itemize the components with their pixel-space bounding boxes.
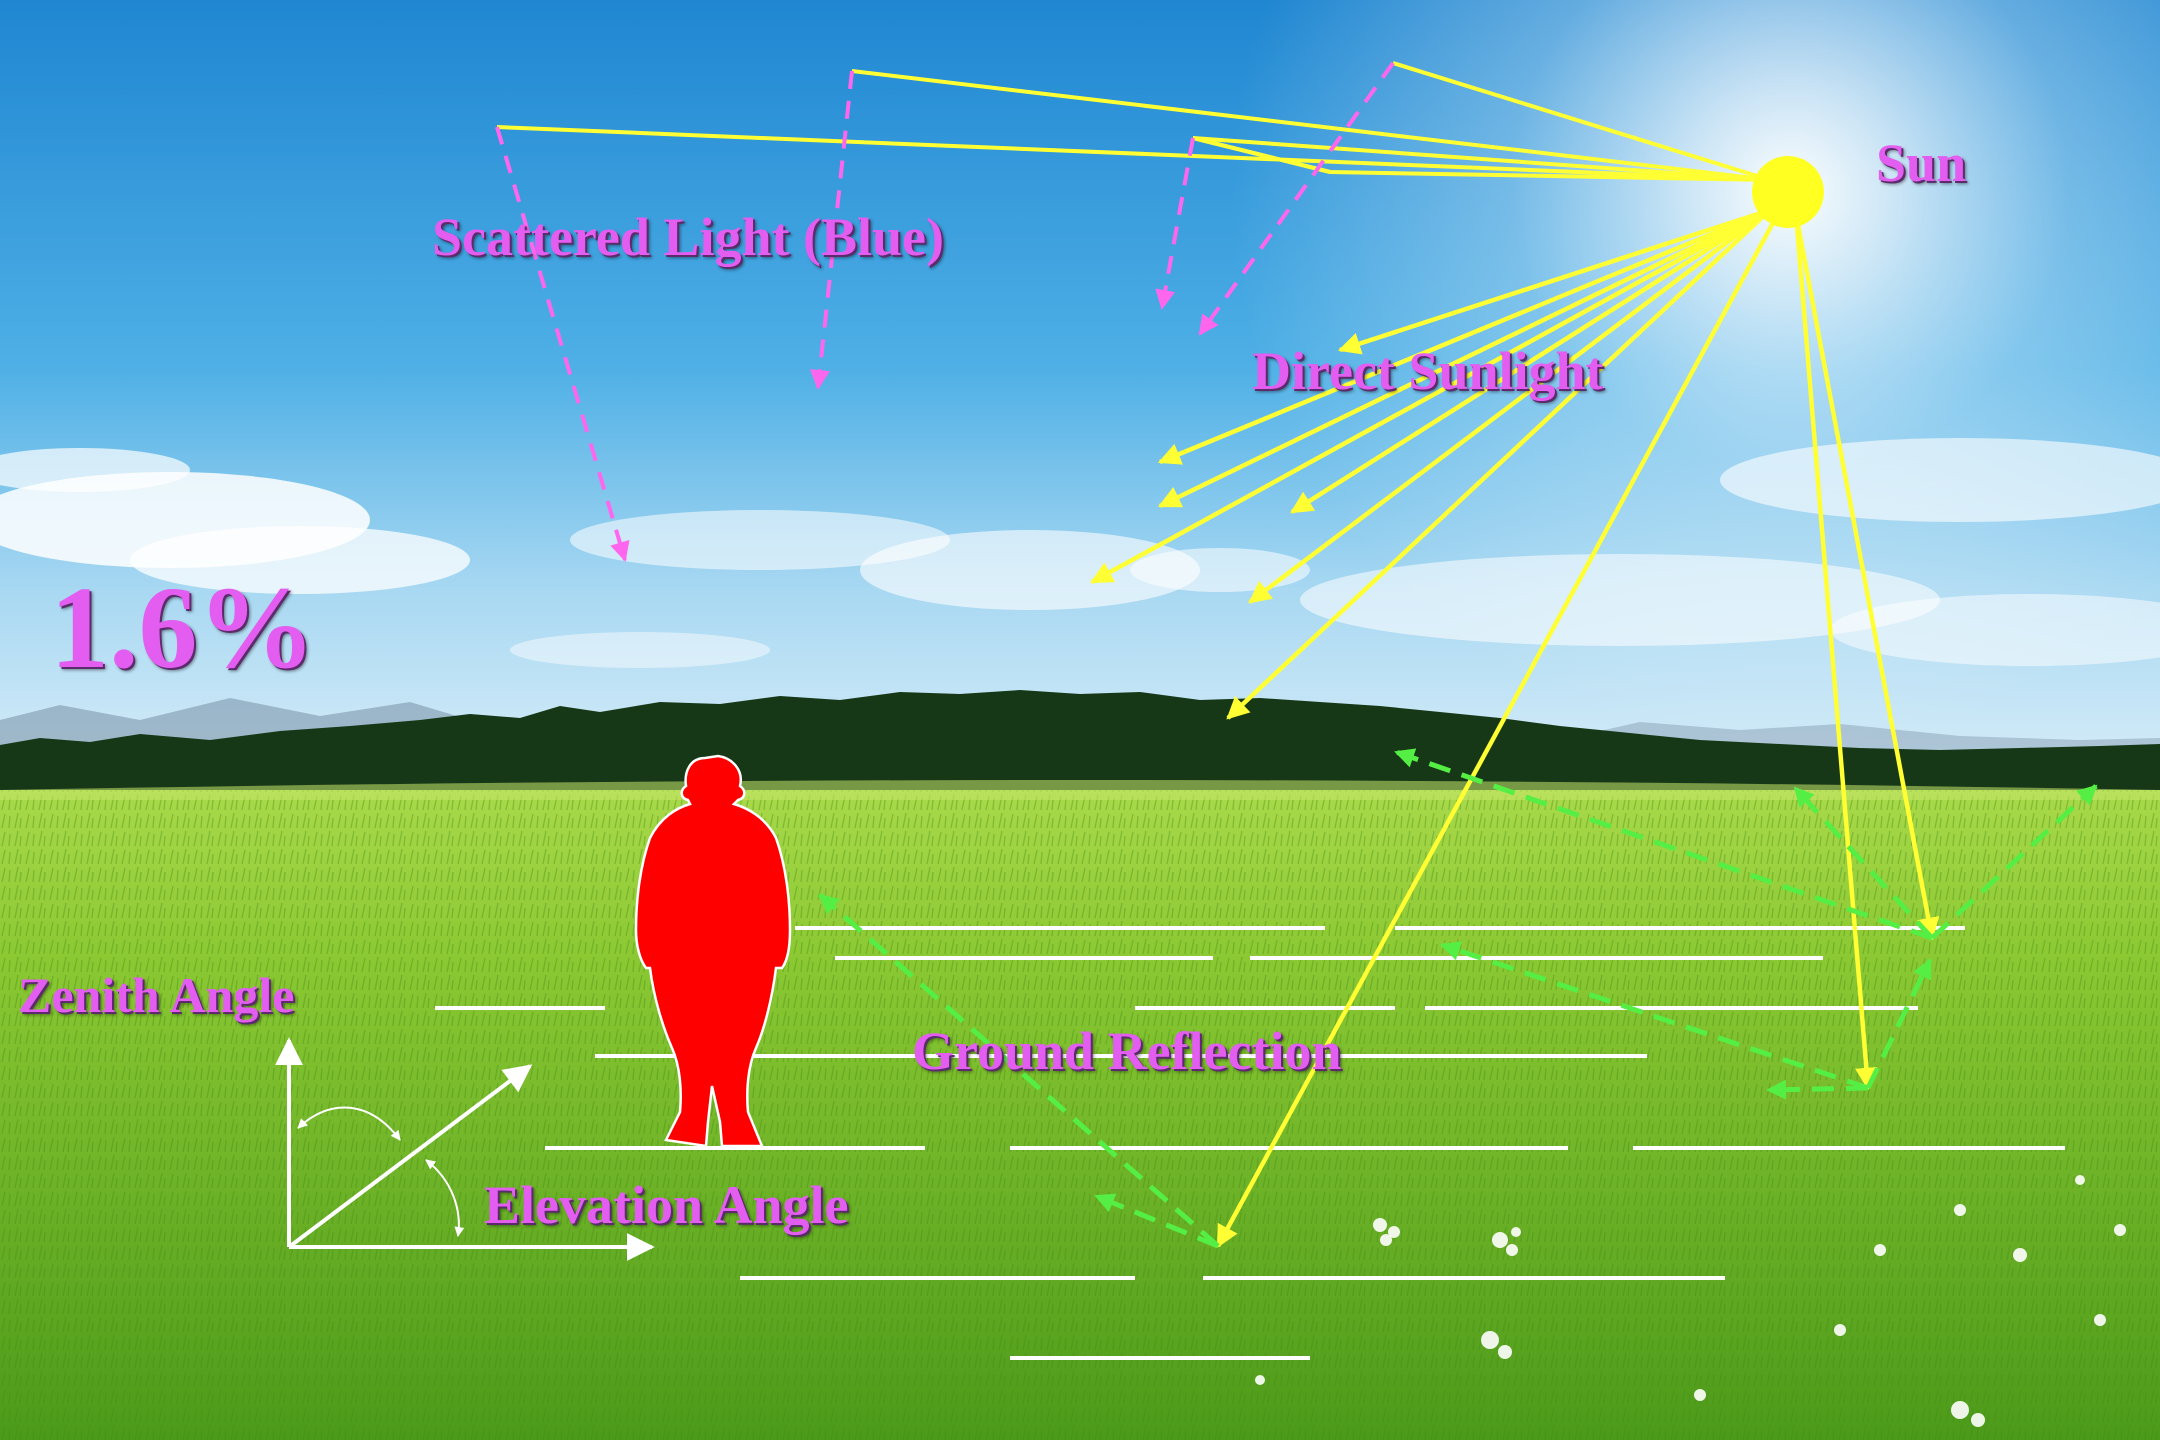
sun-label: Sun (1876, 133, 1967, 193)
scattered-light-label: Scattered Light (Blue) (432, 207, 944, 267)
angle-axes (275, 1037, 655, 1261)
flowers (1255, 1175, 2126, 1427)
ground-lines (435, 926, 2065, 1360)
ground-reflection-arrows (818, 748, 2098, 1249)
direct-sunlight-label: Direct Sunlight (1252, 341, 1604, 401)
scattered-light-arrows (495, 61, 1395, 562)
percentage-value: 1.6% (50, 562, 316, 693)
person-silhouette-icon (634, 754, 792, 1148)
zenith-angle-label: Zenith Angle (18, 967, 295, 1023)
sun-icon (1752, 156, 1824, 228)
ground-reflection-label: Ground Reflection (912, 1021, 1342, 1081)
meadow-texture (0, 790, 2160, 1440)
sun-glow (0, 0, 2160, 820)
direct-sunlight-rays (1090, 207, 1940, 1248)
treeline (0, 690, 2160, 805)
elevation-angle-label: Elevation Angle (484, 1175, 849, 1235)
clouds (0, 438, 2160, 668)
